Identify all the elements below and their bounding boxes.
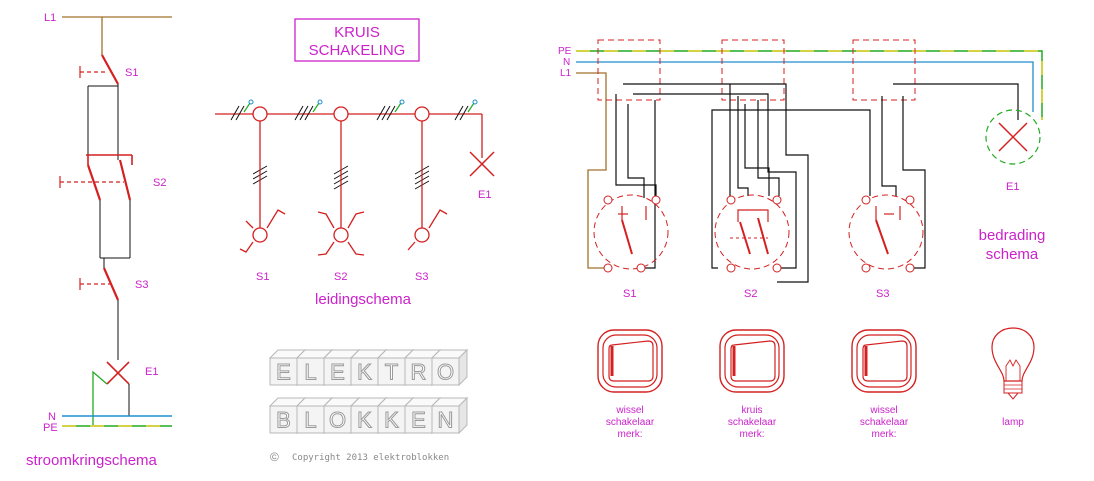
- logo-letter: B: [276, 408, 291, 433]
- product-1-line-3: merk:: [618, 429, 643, 440]
- stroomkring-label-s2: S2: [153, 177, 166, 189]
- bedrading-junction-box-1: [597, 39, 661, 101]
- stroomkringschema: L1 S1 S2: [26, 12, 172, 469]
- cable-tick: [230, 105, 240, 121]
- product-wissel-schakelaar-2: wissel schakelaar merk:: [851, 329, 917, 440]
- leiding-lamp-e1: E1: [469, 151, 495, 201]
- bedrading-caption-line-1: bedrading: [979, 227, 1046, 244]
- leiding-label-s2: S2: [334, 271, 347, 283]
- logo-letter: L: [304, 360, 316, 385]
- leiding-drop-s2: S2: [317, 106, 365, 283]
- logo-block: O: [430, 348, 469, 387]
- logo-letter: E: [276, 360, 291, 385]
- product-2-line-2: schakelaar: [728, 417, 777, 428]
- pe-marker: [467, 102, 475, 113]
- stroomkring-label-e1: E1: [145, 366, 158, 378]
- cable-tick: [386, 105, 396, 121]
- cable-tick: [376, 105, 386, 121]
- bedrading-label-e1: E1: [1006, 181, 1019, 193]
- logo-letter: N: [438, 408, 454, 433]
- leiding-label-s1: S1: [256, 271, 269, 283]
- stroomkring-caption: stroomkringschema: [26, 452, 158, 469]
- product-wissel-schakelaar-1: wissel schakelaar merk:: [597, 329, 663, 440]
- cable-tick: [459, 105, 469, 121]
- logo-letter: R: [411, 360, 427, 385]
- logo-block: K: [376, 396, 415, 435]
- pe-marker: [394, 102, 402, 113]
- product-3-line-1: wissel: [869, 405, 897, 416]
- bedrading-lamp-e1: E1: [985, 109, 1041, 193]
- product-1-line-2: schakelaar: [606, 417, 655, 428]
- copyright-symbol: ©: [270, 450, 279, 464]
- bedradingschema: PE N L1: [558, 39, 1046, 300]
- bedrading-label-s1: S1: [623, 288, 636, 300]
- cable-tick: [304, 105, 314, 121]
- leidingschema: S1 S2 S3 E1 leidingschema: [215, 99, 495, 308]
- product-2-line-3: merk:: [740, 429, 765, 440]
- product-lamp-label: lamp: [1002, 417, 1024, 428]
- n-marker: [472, 99, 478, 105]
- stroomkring-label-s1: S1: [125, 67, 138, 79]
- logo-letter: L: [304, 408, 316, 433]
- bedrading-label-s3: S3: [876, 288, 889, 300]
- light-bulb-icon: [991, 327, 1035, 400]
- bedrading-switch-s2: S2: [714, 194, 790, 300]
- logo-letter: O: [437, 360, 454, 385]
- bedrading-label-l1: L1: [560, 68, 572, 79]
- cable-tick: [299, 105, 309, 121]
- bedrading-junction-box-2: [721, 39, 785, 101]
- leiding-drop-s1: S1: [239, 106, 286, 283]
- copyright-text: Copyright 2013 elektroblokken: [292, 453, 449, 463]
- logo-block: N: [430, 396, 469, 435]
- stroomkring-lamp-e1: E1: [106, 361, 158, 385]
- logo-letter: O: [329, 408, 346, 433]
- logo-letter: E: [411, 408, 426, 433]
- bedrading-label-pe: PE: [558, 46, 572, 57]
- leiding-label-e1: E1: [478, 189, 491, 201]
- pe-marker: [243, 102, 251, 113]
- stroomkring-label-n: N: [48, 411, 56, 423]
- stroomkring-label-pe: PE: [43, 422, 58, 434]
- cable-tick: [454, 105, 464, 121]
- pe-marker: [312, 102, 320, 113]
- title-line-1: KRUIS: [334, 24, 380, 41]
- logo-letter: E: [330, 360, 345, 385]
- stroomkring-label-l1: L1: [44, 12, 56, 24]
- n-marker: [248, 99, 254, 105]
- bedrading-caption-line-2: schema: [986, 246, 1039, 263]
- stroomkring-switch-s3: S3: [79, 267, 148, 301]
- cable-tick: [235, 105, 245, 121]
- product-lamp: lamp: [991, 327, 1035, 428]
- stroomkring-switch-s1: S1: [79, 54, 138, 85]
- cable-tick: [381, 105, 391, 121]
- product-1-line-1: wissel: [615, 405, 643, 416]
- leiding-drop-s3: S3: [407, 106, 448, 283]
- bedrading-label-s2: S2: [744, 288, 757, 300]
- n-marker: [399, 99, 405, 105]
- bedrading-switch-s1: S1: [593, 194, 669, 300]
- bedrading-label-n: N: [563, 57, 570, 68]
- leiding-caption: leidingschema: [315, 291, 412, 308]
- logo-letter: T: [385, 360, 398, 385]
- title-line-2: SCHAKELING: [309, 42, 406, 59]
- cable-tick: [294, 105, 304, 121]
- logo-letter: K: [384, 408, 399, 433]
- title-box: KRUIS SCHAKELING: [294, 18, 420, 62]
- stroomkring-switch-s2: S2: [59, 154, 166, 201]
- product-2-line-1: kruis: [741, 405, 762, 416]
- bedrading-junction-box-3: [852, 39, 916, 101]
- bedrading-switch-s3: S3: [848, 194, 924, 300]
- leiding-label-s3: S3: [415, 271, 428, 283]
- logo-letter: K: [357, 360, 372, 385]
- product-3-line-3: merk:: [872, 429, 897, 440]
- product-3-line-2: schakelaar: [860, 417, 909, 428]
- n-marker: [317, 99, 323, 105]
- product-kruis-schakelaar: kruis schakelaar merk:: [719, 329, 785, 440]
- stroomkring-label-s3: S3: [135, 279, 148, 291]
- logo-letter: K: [357, 408, 372, 433]
